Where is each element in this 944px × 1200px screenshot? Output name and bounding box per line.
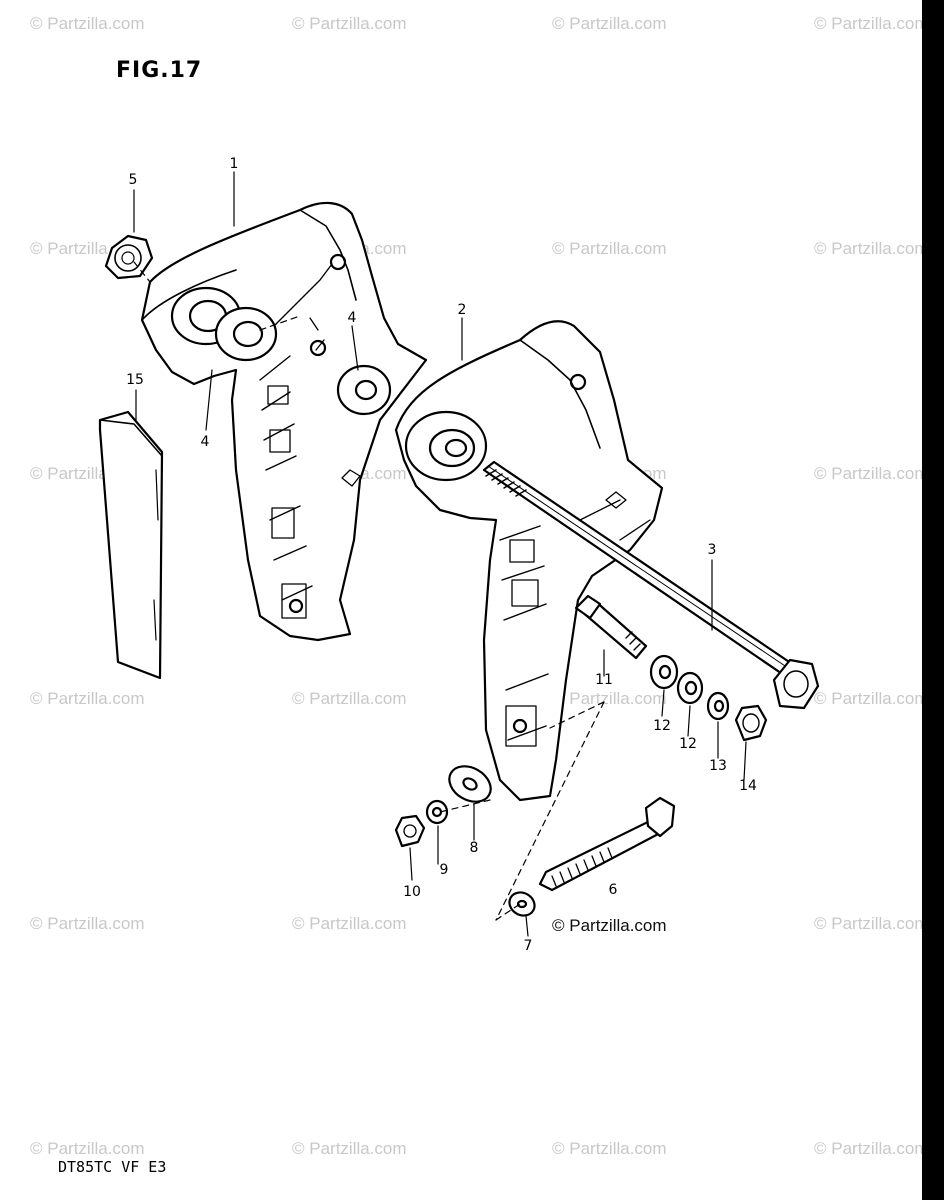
watermark: © Partzilla.com bbox=[552, 1139, 667, 1158]
callout-15: 15 bbox=[126, 372, 144, 388]
assembly-guide-lines bbox=[133, 261, 605, 921]
watermark: © Partzilla.com bbox=[292, 14, 407, 33]
part-15-pad bbox=[98, 410, 164, 680]
part-8-washer bbox=[448, 765, 492, 803]
watermark: © Partzilla.com bbox=[30, 1139, 145, 1158]
callout-14: 14 bbox=[739, 778, 757, 794]
watermark: © Partzilla.com bbox=[814, 239, 929, 258]
watermark: © Partzilla.com bbox=[292, 1139, 407, 1158]
callout-11: 11 bbox=[595, 672, 613, 688]
watermark: © Partzilla.com bbox=[30, 689, 145, 708]
watermark: © Partzilla.com bbox=[814, 914, 929, 933]
part-10-nut bbox=[394, 814, 426, 848]
part-14-nut bbox=[734, 704, 768, 742]
part-2-bracket bbox=[394, 320, 664, 802]
watermark: © Partzilla.com bbox=[552, 14, 667, 33]
part-12-washer-b bbox=[676, 671, 704, 705]
watermark: © Partzilla.com bbox=[814, 1139, 929, 1158]
model-code: DT85TC VF E3 bbox=[58, 1158, 167, 1176]
watermark: © Partzilla.com bbox=[292, 914, 407, 933]
watermark: © Partzilla.com bbox=[30, 14, 145, 33]
callout-13: 13 bbox=[709, 758, 727, 774]
watermark: © Partzilla.com bbox=[552, 689, 667, 708]
part-13-lockwasher bbox=[706, 691, 730, 721]
callout-3: 3 bbox=[707, 542, 717, 558]
watermark: © Partzilla.com bbox=[814, 464, 929, 483]
figure-title: FIG.17 bbox=[116, 58, 203, 83]
watermark: © Partzilla.com bbox=[552, 239, 667, 258]
callout-6: 6 bbox=[608, 882, 618, 898]
callout-7: 7 bbox=[523, 938, 533, 954]
callout-10: 10 bbox=[403, 884, 421, 900]
part-4-washer-right bbox=[336, 364, 392, 416]
part-7-washer bbox=[508, 891, 536, 917]
callout-2: 2 bbox=[457, 302, 467, 318]
watermark: © Partzilla.com bbox=[814, 689, 929, 708]
part-3-shaft bbox=[482, 460, 820, 710]
part-12-washer-a bbox=[649, 654, 679, 690]
callout-12: 12 bbox=[653, 718, 671, 734]
callout-1: 1 bbox=[229, 156, 239, 172]
part-11-bolt bbox=[574, 594, 648, 660]
part-9-lockwasher bbox=[425, 799, 449, 825]
scan-edge bbox=[922, 0, 944, 1200]
callout-12: 12 bbox=[679, 736, 697, 752]
callout-4: 4 bbox=[347, 310, 357, 326]
part-6-bolt bbox=[538, 796, 676, 892]
watermark: © Partzilla.com bbox=[30, 914, 145, 933]
callout-5: 5 bbox=[128, 172, 138, 188]
watermark: © Partzilla.com bbox=[292, 689, 407, 708]
callout-4: 4 bbox=[200, 434, 210, 450]
part-4-washer-left bbox=[214, 306, 278, 362]
watermark: © Partzilla.com bbox=[814, 14, 929, 33]
copyright-notice: © Partzilla.com bbox=[552, 916, 667, 935]
callout-leaders bbox=[133, 171, 747, 937]
part-5-nut bbox=[104, 234, 154, 280]
callout-9: 9 bbox=[439, 862, 449, 878]
callout-8: 8 bbox=[469, 840, 479, 856]
part-1-bracket bbox=[140, 201, 428, 642]
